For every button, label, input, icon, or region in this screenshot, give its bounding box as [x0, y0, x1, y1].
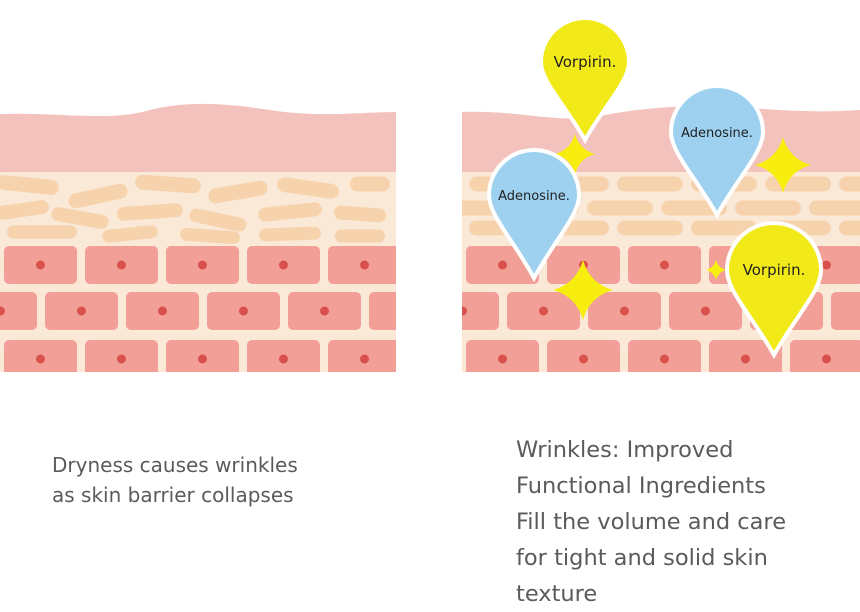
skin-cell [831, 292, 860, 330]
ingredient-drops: Vorpirin. Adenosine. Adenosine. Vorpirin. [486, 16, 824, 360]
sparkle-icon [553, 260, 613, 320]
drop-shape [538, 16, 632, 145]
cell-nucleus [36, 354, 45, 364]
barrier-cell [259, 226, 321, 242]
cell-nucleus [462, 306, 467, 316]
ingredient-drop-yellow: Vorpirin. [724, 221, 824, 360]
cell-nucleus [198, 260, 207, 270]
cell-nucleus [360, 260, 369, 270]
barrier-cell [350, 176, 390, 192]
barrier-cell [102, 225, 158, 243]
sparkle-icon [555, 134, 595, 174]
barrier-cell [117, 203, 183, 221]
caption-line: Fill the volume and care [516, 509, 787, 535]
ingredient-drop-blue: Adenosine. [486, 148, 582, 283]
drop-shape [668, 84, 766, 220]
barrier-cell [765, 176, 831, 192]
barrier-cell [839, 176, 860, 192]
cell-nucleus [741, 354, 750, 364]
cell-nucleus [77, 306, 86, 316]
caption-line: Functional Ingredients [516, 473, 766, 499]
cell-nucleus [620, 306, 629, 316]
barrier-layer [0, 174, 390, 245]
sparkles [553, 134, 811, 320]
dry-skin-illustration [0, 103, 410, 372]
cell-nucleus [539, 306, 548, 316]
ingredient-label: Vorpirin. [743, 261, 806, 279]
cell-nucleus [360, 354, 369, 364]
barrier-cell [189, 208, 247, 232]
barrier-cell [51, 207, 109, 229]
skin-cell [462, 292, 499, 330]
cell-nucleus [498, 354, 507, 364]
cell-layer [0, 246, 410, 372]
dry-skin-caption: Dryness causes wrinkles as skin barrier … [52, 450, 382, 510]
barrier-cell [0, 200, 49, 220]
cell-nucleus [198, 354, 207, 364]
cell-nucleus [579, 354, 588, 364]
cell-nucleus [320, 306, 329, 316]
sparkle-icon [755, 137, 811, 193]
caption-line: Wrinkles: Improved [516, 437, 734, 463]
cell-nucleus [660, 354, 669, 364]
barrier-cell [208, 180, 268, 204]
barrier-cell [334, 205, 386, 223]
ingredient-label: Adenosine. [498, 189, 570, 204]
skin-cell [369, 292, 396, 330]
cell-nucleus [822, 260, 831, 270]
cell-nucleus [279, 354, 288, 364]
cell-nucleus [239, 306, 248, 316]
drop-shape [486, 148, 582, 283]
cell-nucleus [498, 260, 507, 270]
barrier-cell [335, 229, 385, 243]
caption-line: Dryness causes wrinkles [52, 453, 298, 477]
barrier-cell [180, 227, 240, 245]
ingredient-label: Vorpirin. [554, 53, 617, 71]
barrier-cell [7, 225, 77, 239]
barrier-cell [839, 220, 860, 236]
treated-skin-caption: Wrinkles: Improved Functional Ingredient… [516, 432, 846, 612]
barrier-cell [617, 176, 683, 192]
caption-line: as skin barrier collapses [52, 483, 294, 507]
barrier-cell [587, 200, 653, 216]
barrier-cell [135, 174, 201, 194]
ingredient-drop-blue: Adenosine. [668, 84, 766, 220]
barrier-cell [617, 220, 683, 236]
cell-nucleus [401, 307, 410, 316]
epidermis-layer [0, 103, 396, 182]
barrier-cell [691, 220, 757, 236]
cell-nucleus [117, 354, 126, 364]
caption-line: for tight and solid skin [516, 545, 768, 571]
caption-line: texture [516, 581, 598, 607]
cell-nucleus [660, 260, 669, 270]
ingredient-label: Adenosine. [681, 126, 753, 141]
cell-nucleus [158, 306, 167, 316]
drop-shape [724, 221, 824, 360]
skin-cell [0, 292, 37, 330]
cell-nucleus [0, 306, 5, 316]
cell-nucleus [117, 260, 126, 270]
cell-nucleus [36, 260, 45, 270]
sparkle-icon [706, 260, 726, 280]
barrier-cell [277, 177, 339, 199]
cell-nucleus [701, 306, 710, 316]
barrier-cell [809, 200, 860, 216]
barrier-cell [68, 183, 128, 209]
ingredient-drop-yellow: Vorpirin. [538, 16, 632, 145]
barrier-cell [735, 200, 801, 216]
barrier-cell [258, 202, 322, 222]
cell-nucleus [822, 354, 831, 364]
barrier-cell [0, 175, 59, 195]
cell-nucleus [279, 260, 288, 270]
